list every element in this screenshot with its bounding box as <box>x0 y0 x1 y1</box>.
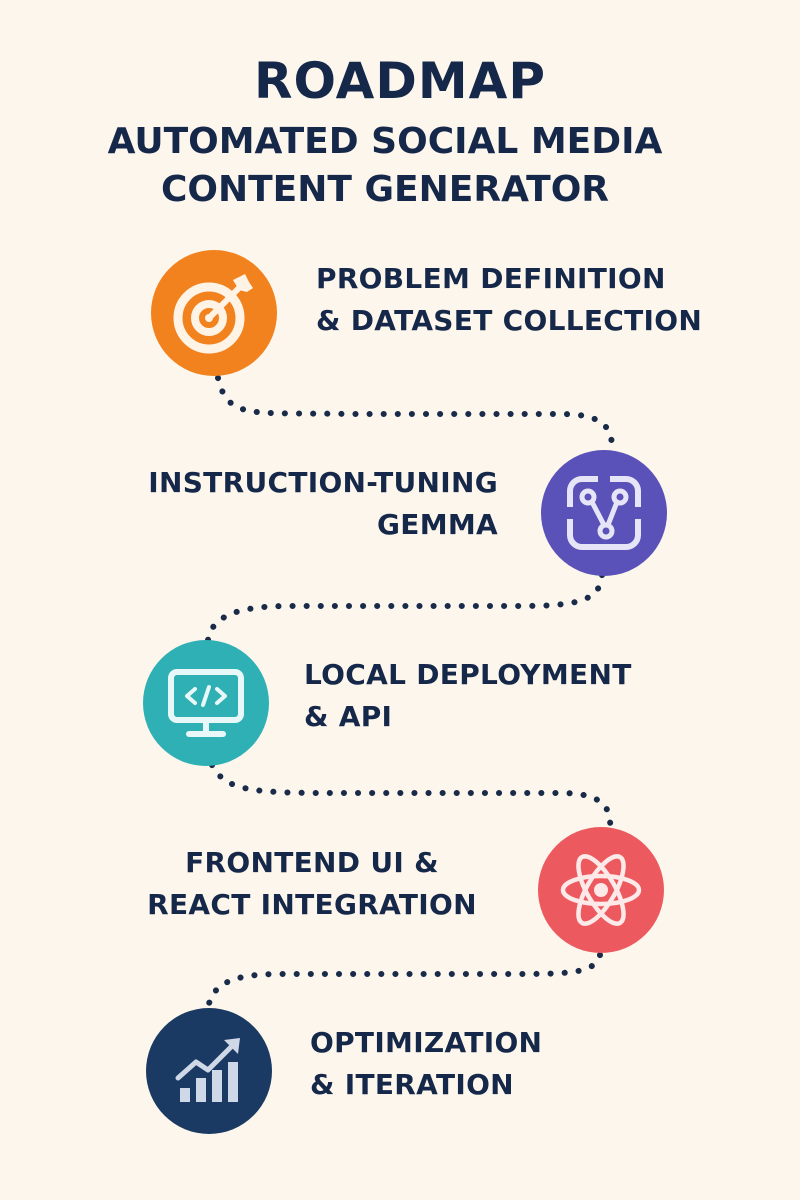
step-2-icon-circle <box>541 450 667 576</box>
step-5-line-2: & ITERATION <box>310 1068 514 1101</box>
step-4-line-1: FRONTEND UI & <box>185 846 439 879</box>
step-4-line-2: REACT INTEGRATION <box>147 888 477 921</box>
page-title: ROADMAP <box>254 52 546 110</box>
step-5-icon-circle <box>146 1008 272 1134</box>
target-icon <box>173 274 253 354</box>
step-5-line-1: OPTIMIZATION <box>310 1026 543 1059</box>
step-3-line-1: LOCAL DEPLOYMENT <box>304 658 632 691</box>
step-1-label: PROBLEM DEFINITION & DATASET COLLECTION <box>316 258 702 342</box>
step-2-line-1: INSTRUCTION-TUNING <box>148 466 498 499</box>
step-2-label: INSTRUCTION-TUNING GEMMA <box>130 462 498 546</box>
step-1-icon-circle <box>151 250 277 376</box>
step-5-label: OPTIMIZATION & ITERATION <box>310 1022 542 1106</box>
subtitle-line-2: CONTENT GENERATOR <box>160 169 610 210</box>
step-1-line-1: PROBLEM DEFINITION <box>316 262 666 295</box>
step-1-line-2: & DATASET COLLECTION <box>316 304 703 337</box>
step-3-label: LOCAL DEPLOYMENT & API <box>304 654 632 738</box>
step-2-line-2: GEMMA <box>376 508 498 541</box>
step-3-icon-circle <box>143 640 269 766</box>
growth-chart-icon <box>175 1038 240 1102</box>
step-4-icon-circle <box>538 827 664 953</box>
subtitle: AUTOMATED SOCIAL MEDIA CONTENT GENERATOR <box>0 118 770 214</box>
subtitle-line-1: AUTOMATED SOCIAL MEDIA <box>107 121 663 162</box>
git-branch-icon <box>564 473 644 550</box>
react-atom-icon <box>560 854 642 926</box>
monitor-code-icon <box>168 669 244 737</box>
step-3-line-2: & API <box>304 700 393 733</box>
step-4-label: FRONTEND UI & REACT INTEGRATION <box>140 842 484 926</box>
